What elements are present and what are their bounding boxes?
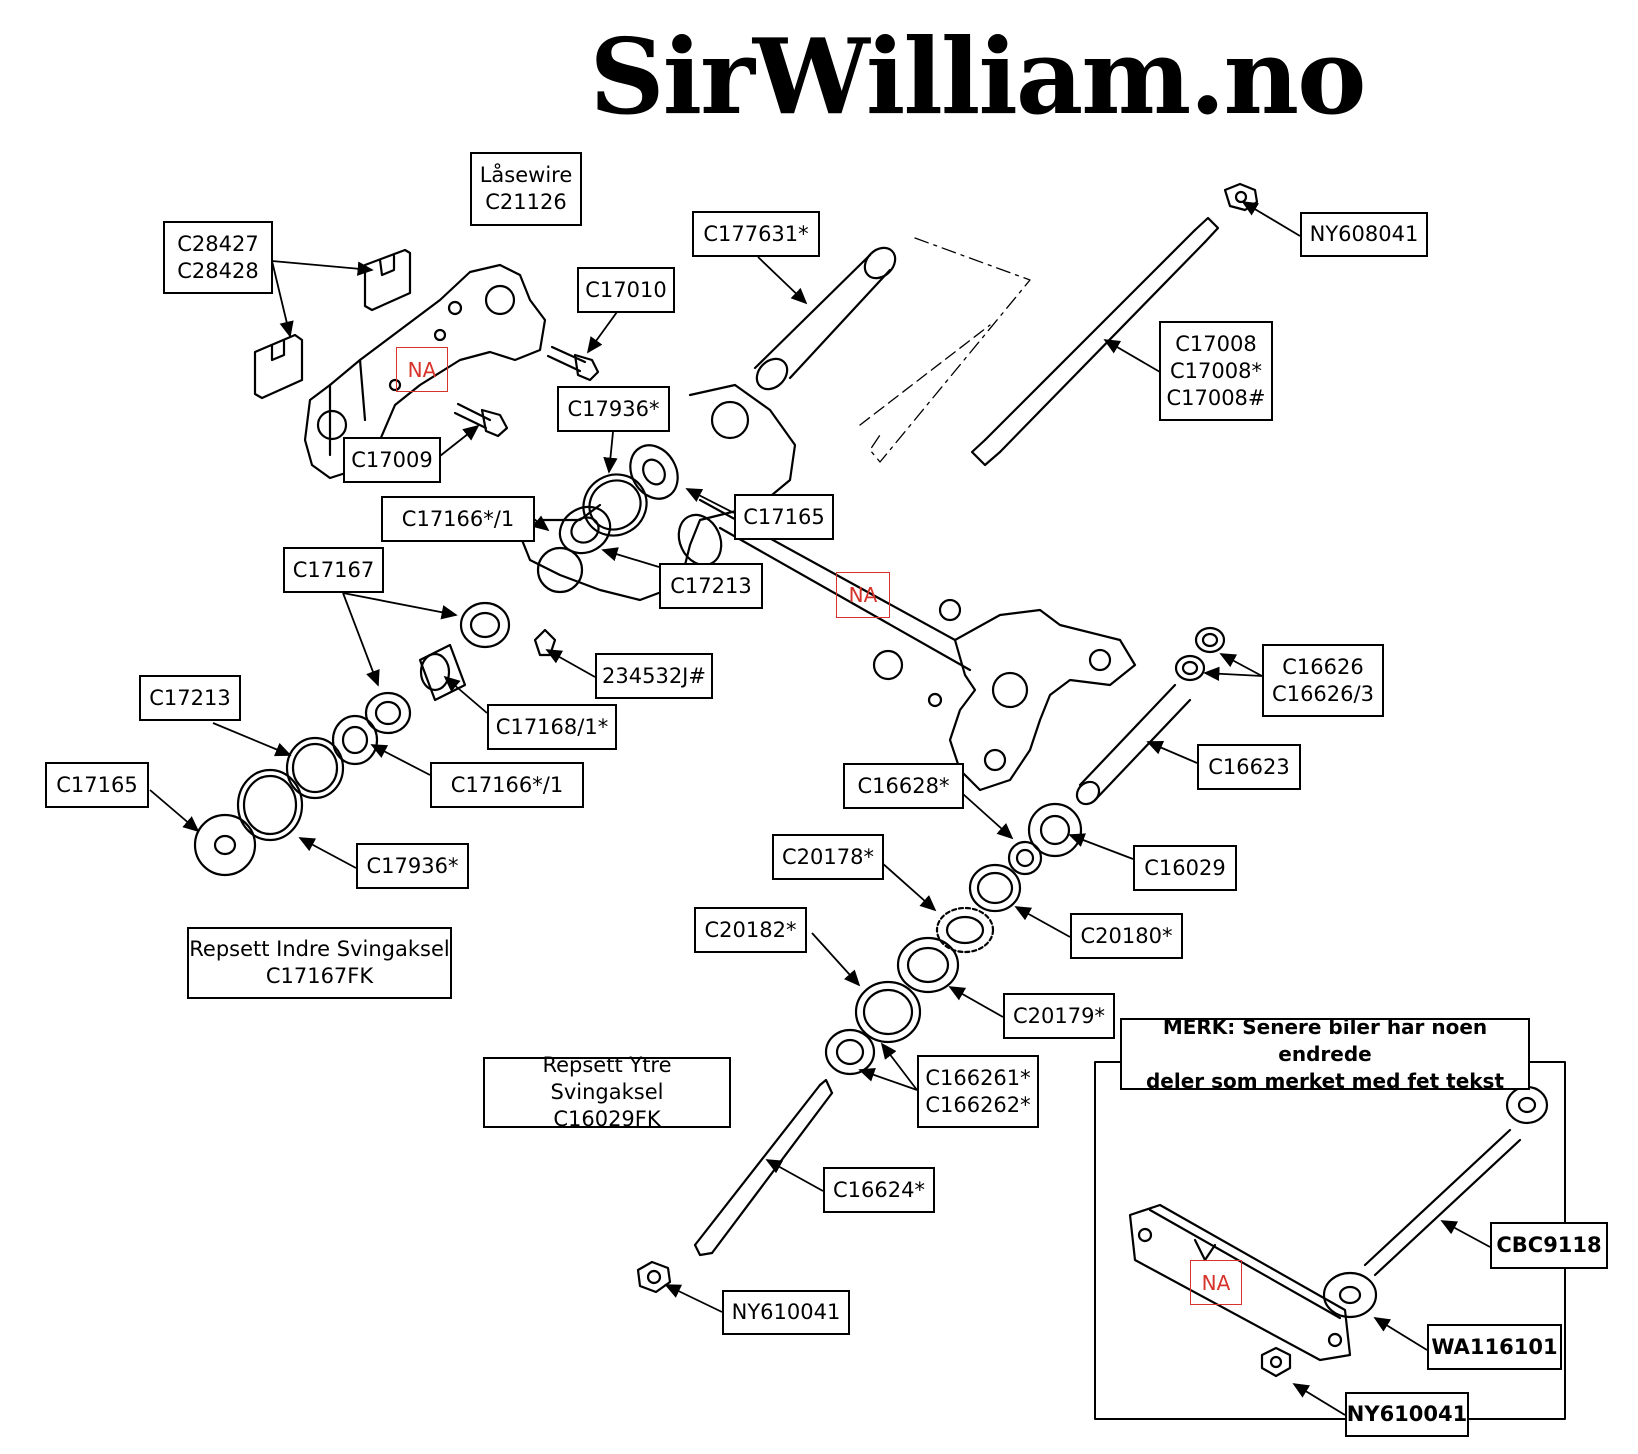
- label-c20178: C20178*: [772, 834, 884, 880]
- bolts-part: [453, 345, 600, 438]
- label-c17166-left: C17166*/1: [430, 762, 584, 808]
- label-c16623: C16623: [1197, 744, 1301, 790]
- label-c20180: C20180*: [1070, 913, 1183, 959]
- label-c17009: C17009: [343, 437, 441, 483]
- label-c17167: C17167: [283, 547, 384, 593]
- label-cbc9118: CBC9118: [1490, 1222, 1608, 1269]
- label-c17010: C17010: [577, 267, 675, 313]
- nut-top-part: [1223, 182, 1259, 212]
- label-wa116101: WA116101: [1427, 1324, 1562, 1370]
- label-c17213-left: C17213: [139, 675, 241, 721]
- label-c17165-left: C17165: [45, 762, 149, 808]
- label-c16628: C16628*: [843, 763, 964, 809]
- label-c28427: C28427 C28428: [163, 221, 273, 294]
- label-c17936-top: C17936*: [557, 386, 670, 432]
- label-c17213-top: C17213: [659, 563, 763, 609]
- na-mark-pivot-arm: NA: [836, 572, 890, 618]
- label-c17008: C17008 C17008* C17008#: [1159, 321, 1273, 421]
- repsett-indre-code: C17167FK: [265, 964, 374, 988]
- na-mark-inset: NA: [1190, 1260, 1242, 1305]
- label-lasewire: Låsewire C21126: [470, 152, 582, 226]
- label-ny610041-bold: NY610041: [1345, 1392, 1469, 1437]
- repsett-ytre-code: C16029FK: [553, 1107, 661, 1131]
- upper-bracket-part: [303, 263, 547, 480]
- label-c16626: C16626 C16626/3: [1262, 644, 1384, 717]
- outer-pivot-bracket-part: [872, 598, 1137, 792]
- note-merk: MERK: Senere biler har noen endrede dele…: [1120, 1015, 1530, 1093]
- sleeve-part: [753, 246, 897, 391]
- shim-plates-part: [253, 248, 412, 400]
- label-234532j: 234532J#: [595, 653, 713, 699]
- na-mark-upper-bracket: NA: [396, 347, 448, 392]
- repsett-ytre-title: Repsett Ytre Svingaksel: [542, 1053, 672, 1104]
- label-c16624: C16624*: [823, 1167, 935, 1213]
- repsett-indre-box: Repsett Indre Svingaksel C17167FK: [187, 927, 452, 999]
- inset-washers-part: [1260, 1085, 1549, 1378]
- inset-rod-part: [1363, 1128, 1522, 1277]
- leader-lines: [149, 201, 1491, 1416]
- label-c16029: C16029: [1133, 845, 1237, 891]
- grease-nipple-part: [533, 628, 557, 657]
- site-title: SirWilliam.no: [589, 15, 1366, 138]
- label-c17168: C17168/1*: [487, 704, 617, 750]
- label-c177631: C177631*: [692, 211, 820, 257]
- label-ny610041: NY610041: [722, 1290, 850, 1335]
- label-c17936-left: C17936*: [356, 843, 469, 889]
- repsett-ytre-box: Repsett Ytre Svingaksel C16029FK: [483, 1053, 731, 1131]
- label-c166261: C166261* C166262*: [917, 1055, 1039, 1128]
- label-c17166-top: C17166*/1: [381, 496, 535, 542]
- long-rod-part: [970, 216, 1220, 467]
- label-c17165-top: C17165: [734, 494, 834, 540]
- label-c20179: C20179*: [1003, 993, 1115, 1039]
- repsett-indre-title: Repsett Indre Svingaksel: [189, 937, 450, 961]
- dashed-outline-2: [859, 324, 991, 426]
- nut-bottom-part: [636, 1260, 672, 1294]
- label-c20182: C20182*: [694, 907, 807, 953]
- right-exploded-parts: [824, 626, 1226, 1076]
- upper-washers-part: [558, 444, 679, 555]
- label-ny608041: NY608041: [1300, 212, 1428, 257]
- dashed-outline: [869, 237, 1031, 463]
- left-exploded-parts: [193, 601, 511, 877]
